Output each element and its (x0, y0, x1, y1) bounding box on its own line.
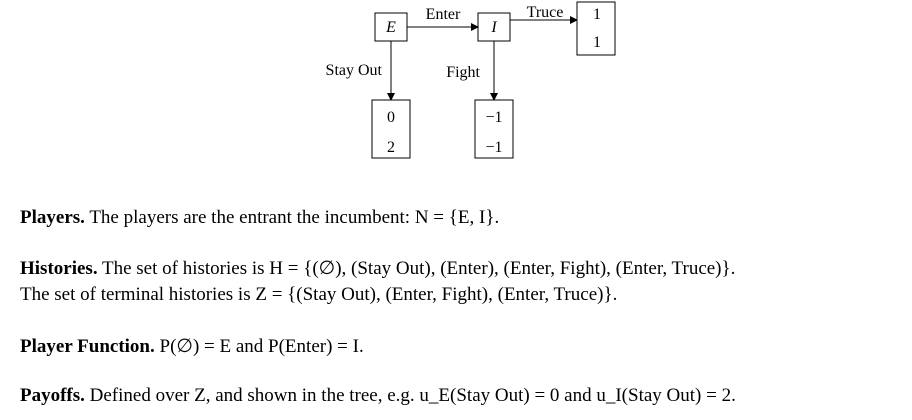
entrant-node-label: E (385, 19, 396, 36)
payoff-fight-entrant: −1 (485, 109, 502, 126)
payoff-truce-incumbent: 1 (593, 34, 601, 51)
player-function-heading: Player Function. (20, 336, 155, 357)
payoffs-paragraph: Payoffs. Defined over Z, and shown in th… (20, 383, 900, 409)
payoff-box-stay-out (371, 99, 411, 159)
histories-line1: The set of histories is H = {(∅), (Stay … (102, 258, 736, 279)
histories-paragraph: Histories. The set of histories is H = {… (20, 256, 900, 308)
players-body: The players are the entrant the incumben… (89, 207, 500, 228)
payoff-fight-incumbent: −1 (485, 139, 502, 156)
incumbent-node-label: I (490, 19, 497, 36)
edge-enter-label: Enter (426, 6, 461, 23)
payoffs-body: Defined over Z, and shown in the tree, e… (89, 385, 736, 406)
payoff-box-fight (474, 99, 514, 159)
entrant-node (374, 12, 408, 42)
edge-truce-label: Truce (527, 4, 564, 21)
payoff-stay-out-incumbent: 2 (387, 139, 395, 156)
histories-heading: Histories. (20, 258, 98, 279)
player-function-paragraph: Player Function. P(∅) = E and P(Enter) =… (20, 334, 900, 360)
payoff-stay-out-entrant: 0 (387, 109, 395, 126)
edge-stay-out-label: Stay Out (326, 62, 383, 79)
game-tree: E I Enter Truce Stay Out Fight 1 1 0 2 −… (326, 1, 616, 159)
edge-fight-label: Fight (446, 64, 480, 81)
payoffs-heading: Payoffs. (20, 385, 85, 406)
players-paragraph: Players. The players are the entrant the… (20, 205, 900, 231)
player-function-body: P(∅) = E and P(Enter) = I. (159, 336, 364, 357)
payoff-box-truce (576, 1, 616, 56)
payoff-truce-entrant: 1 (593, 6, 601, 23)
players-heading: Players. (20, 207, 85, 228)
histories-line2: The set of terminal histories is Z = {(S… (20, 284, 618, 305)
